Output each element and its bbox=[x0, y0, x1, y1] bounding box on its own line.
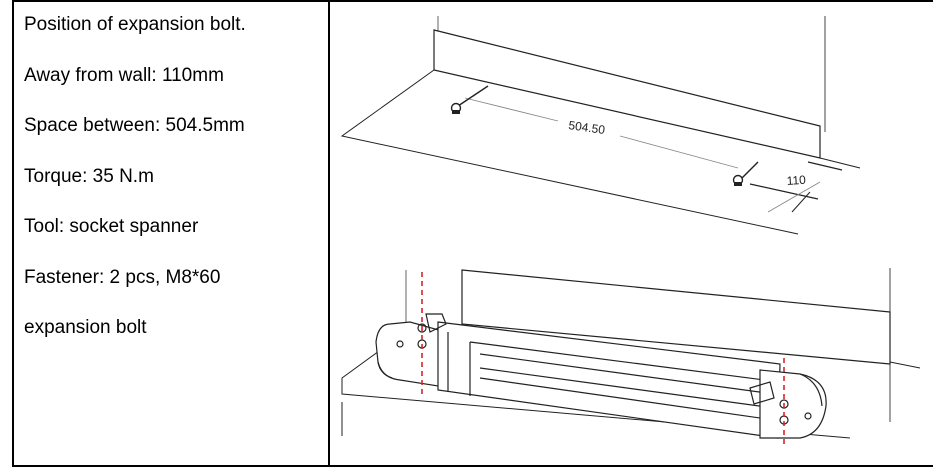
bottom-drawing bbox=[341, 268, 921, 439]
spec-line-fastener: Fastener: 2 pcs, M8*60 bbox=[24, 266, 221, 288]
spec-line-position: Position of expansion bolt. bbox=[24, 14, 246, 35]
floor-outline bbox=[340, 69, 799, 235]
left-end-cap bbox=[375, 321, 447, 387]
specs-cell: Position of expansion bolt. Away from wa… bbox=[12, 0, 330, 467]
spec-list: Position of expansion bolt. Away from wa… bbox=[14, 2, 328, 340]
diagram-cell: 504.50 110 bbox=[328, 0, 933, 467]
spec-line-fastener-type: expansion bolt bbox=[24, 317, 147, 338]
bolt-center-markers bbox=[421, 272, 785, 448]
base-baseboard bbox=[461, 269, 891, 365]
spec-line-spacing: Space between: 504.5mm bbox=[24, 115, 245, 136]
spacing-label: 504.50 bbox=[568, 118, 607, 137]
wall-offset-label: 110 bbox=[786, 173, 806, 188]
top-drawing bbox=[340, 16, 861, 235]
right-end-cap bbox=[759, 369, 827, 439]
installation-drawing: 504.50 110 bbox=[330, 16, 933, 448]
baseboard bbox=[433, 29, 821, 159]
spec-line-wall-distance: Away from wall: 110mm bbox=[24, 64, 224, 86]
installation-table: Position of expansion bolt. Away from wa… bbox=[12, 0, 933, 467]
spec-line-tool: Tool: socket spanner bbox=[24, 216, 199, 237]
spec-line-torque: Torque: 35 N.m bbox=[24, 165, 154, 187]
